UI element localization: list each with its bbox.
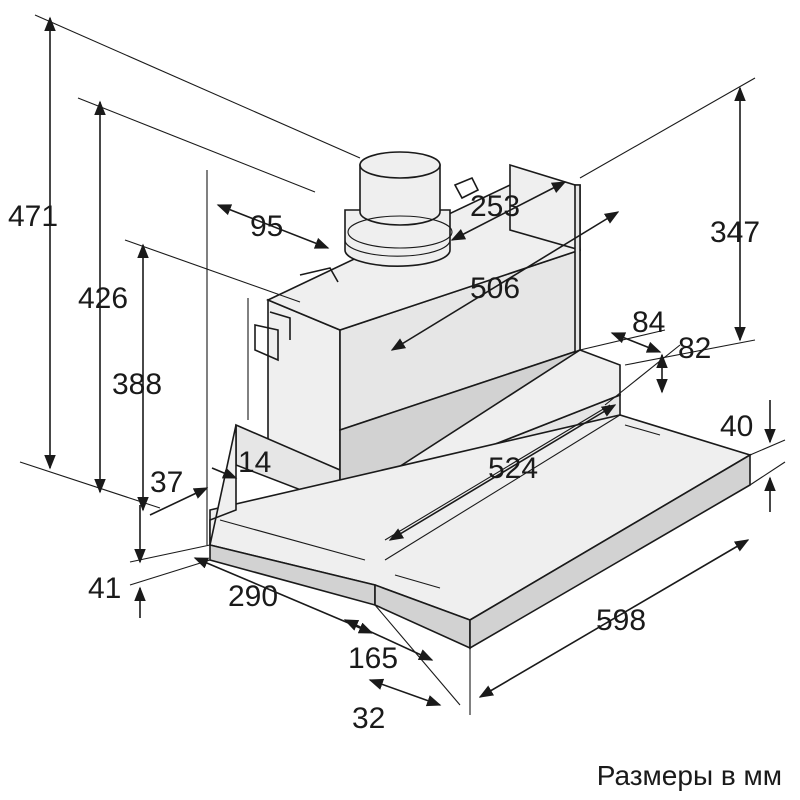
dim-label-253: 253 bbox=[470, 190, 520, 223]
dim-label-82: 82 bbox=[678, 332, 711, 365]
dim-line-598 bbox=[478, 539, 750, 698]
dim-label-40: 40 bbox=[720, 410, 753, 443]
dim-line-37 bbox=[149, 487, 209, 516]
dim-label-506: 506 bbox=[470, 272, 520, 305]
dim-line-32 bbox=[368, 678, 442, 707]
dim-label-41: 41 bbox=[88, 572, 121, 605]
dim-label-290: 290 bbox=[228, 580, 278, 613]
dimension-lines bbox=[44, 16, 776, 707]
duct-collar bbox=[344, 151, 453, 267]
dim-label-388: 388 bbox=[112, 368, 162, 401]
hood-body bbox=[209, 163, 752, 650]
dim-line-84 bbox=[610, 332, 662, 353]
dim-label-32: 32 bbox=[352, 702, 385, 735]
units-caption: Размеры в мм bbox=[596, 760, 782, 791]
dim-label-347: 347 bbox=[710, 216, 760, 249]
dim-label-524: 524 bbox=[488, 452, 538, 485]
dim-label-95: 95 bbox=[250, 210, 283, 243]
dim-label-426: 426 bbox=[78, 282, 128, 315]
dim-label-84: 84 bbox=[632, 306, 665, 339]
dim-line-95 bbox=[216, 204, 330, 249]
dim-label-37: 37 bbox=[150, 466, 183, 499]
dim-label-471: 471 bbox=[8, 200, 58, 233]
dim-label-165: 165 bbox=[348, 642, 398, 675]
dim-label-598: 598 bbox=[596, 604, 646, 637]
dim-line-165 bbox=[343, 619, 434, 661]
dim-line-524 bbox=[388, 404, 617, 541]
dim-line-506 bbox=[390, 211, 620, 351]
dimension-labels: 471 426 388 347 95 253 506 84 82 40 14 3… bbox=[8, 190, 760, 735]
dim-line-14 bbox=[211, 467, 238, 479]
extension-lines bbox=[19, 14, 786, 715]
dim-line-290 bbox=[193, 557, 374, 634]
dim-label-14: 14 bbox=[238, 446, 271, 479]
